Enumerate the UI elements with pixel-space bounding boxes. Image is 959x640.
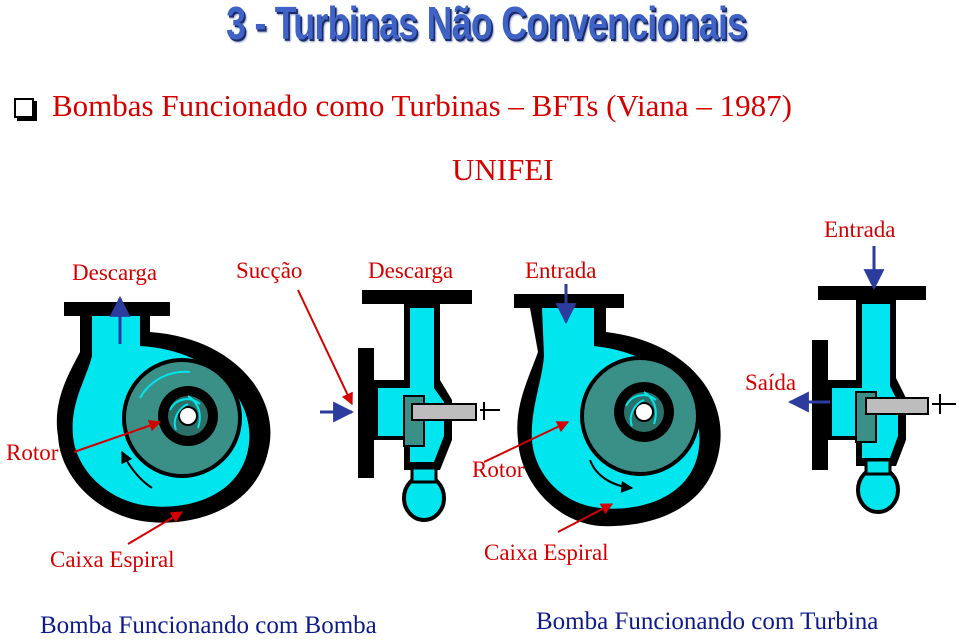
label-caixa-right: Caixa Espiral [484,540,609,565]
label-rotor-mid: Rotor [472,457,525,482]
volute-turbine-mode [514,284,721,527]
caixa-pointer-right [557,503,614,533]
label-entrada-right: Entrada [824,217,896,242]
volute-pump-mode [56,302,271,523]
bullet-icon [14,98,34,118]
section-turbine-mode [787,246,956,514]
caixa-pointer-left [127,511,184,545]
label-descarga-mid: Descarga [368,258,454,283]
label-descarga-left: Descarga [72,260,158,285]
caption-turbine-mode: Bomba Funcionando com Turbina [536,608,879,635]
label-rotor-left: Rotor [6,440,59,465]
rotor-pointer-left [73,419,162,453]
label-succao: Sucção [236,258,303,283]
caption-pump-mode: Bomba Funcionando com Bomba [40,612,377,639]
slide-title: 3 - Turbinas Não Convencionais [226,0,747,49]
slide-subheading: UNIFEI [452,152,554,187]
rotor-pointer-mid [483,421,570,463]
label-saida: Saída [745,370,797,395]
section-pump-mode [320,290,500,522]
label-caixa-left: Caixa Espiral [50,547,175,572]
label-entrada-mid: Entrada [525,258,597,283]
succao-pointer [297,289,353,406]
slide-heading: Bombas Funcionado como Turbinas – BFTs (… [52,88,792,123]
